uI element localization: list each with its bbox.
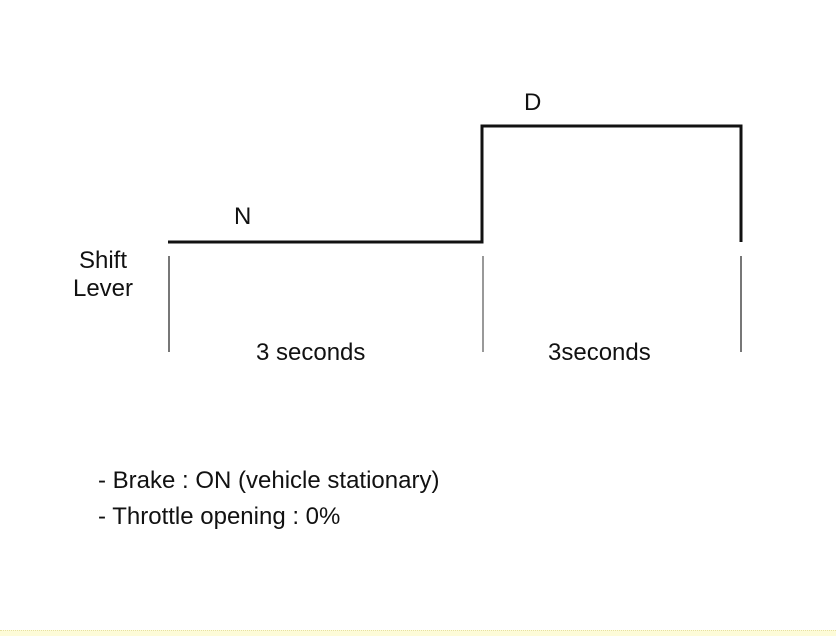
condition-throttle: - Throttle opening : 0% bbox=[98, 503, 341, 530]
state-label-d: D bbox=[524, 89, 542, 116]
state-label-n: N bbox=[234, 203, 252, 230]
axis-label-line-2: Lever bbox=[72, 275, 134, 302]
duration-label-n: 3 seconds bbox=[256, 339, 366, 366]
duration-label-d: 3seconds bbox=[548, 339, 651, 366]
condition-brake: - Brake : ON (vehicle stationary) bbox=[98, 467, 440, 494]
axis-label-shift-lever: Shift Lever bbox=[66, 247, 140, 303]
bottom-strip bbox=[0, 630, 836, 636]
shift-signal-line bbox=[168, 124, 743, 244]
axis-label-line-1: Shift bbox=[78, 247, 128, 274]
